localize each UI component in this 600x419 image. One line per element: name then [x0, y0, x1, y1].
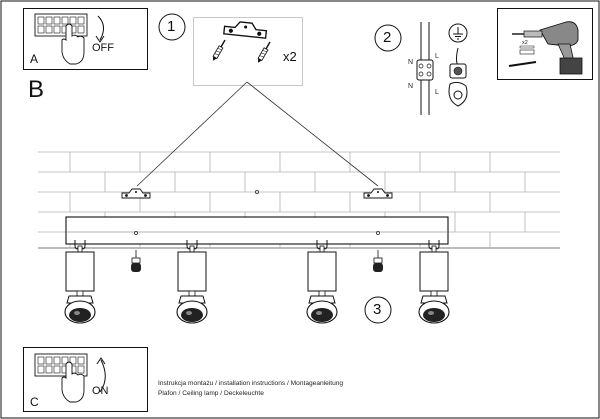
caption-line-1: Instrukcja montażu / installation instru…	[158, 380, 344, 387]
panel-b-letter: B	[28, 76, 45, 103]
drill-icon	[508, 21, 583, 75]
panel-a	[23, 8, 148, 70]
step-2-badge	[374, 24, 402, 52]
wire-live-top: L	[435, 53, 439, 60]
switch-on-icon	[34, 353, 106, 403]
step-3-badge	[364, 296, 392, 324]
switch-off-label: OFF	[92, 42, 114, 54]
caption-line-2: Plafon / Ceiling lamp / Deckeleuchte	[158, 390, 264, 397]
step-1-badge	[158, 13, 186, 41]
panel-a-letter: A	[30, 52, 39, 66]
lamp-bar	[65, 216, 449, 245]
switch-on-label: ON	[92, 385, 109, 397]
cover-screws	[131, 250, 383, 272]
step-1-number: 1	[167, 18, 176, 35]
mounting-kit	[193, 17, 303, 86]
wiring-diagram	[416, 22, 468, 115]
terminal-block-icon	[416, 59, 434, 81]
ceiling-brackets	[121, 188, 393, 199]
wire-live-bottom: L	[435, 89, 439, 96]
ground-symbol-icon	[448, 23, 468, 107]
drill-kit-quantity: x2	[522, 40, 528, 46]
wire-neutral-top: N	[408, 59, 414, 66]
switch-off-icon	[34, 13, 105, 65]
callout-lines	[136, 81, 379, 187]
panel-c-letter: C	[30, 395, 39, 409]
wire-neutral-bottom: N	[408, 83, 414, 90]
panel-c	[23, 347, 148, 412]
step-3-number: 3	[373, 301, 382, 318]
step-2-number: 2	[383, 29, 392, 46]
drill-panel	[497, 8, 593, 80]
mounting-kit-quantity: x2	[283, 49, 297, 64]
